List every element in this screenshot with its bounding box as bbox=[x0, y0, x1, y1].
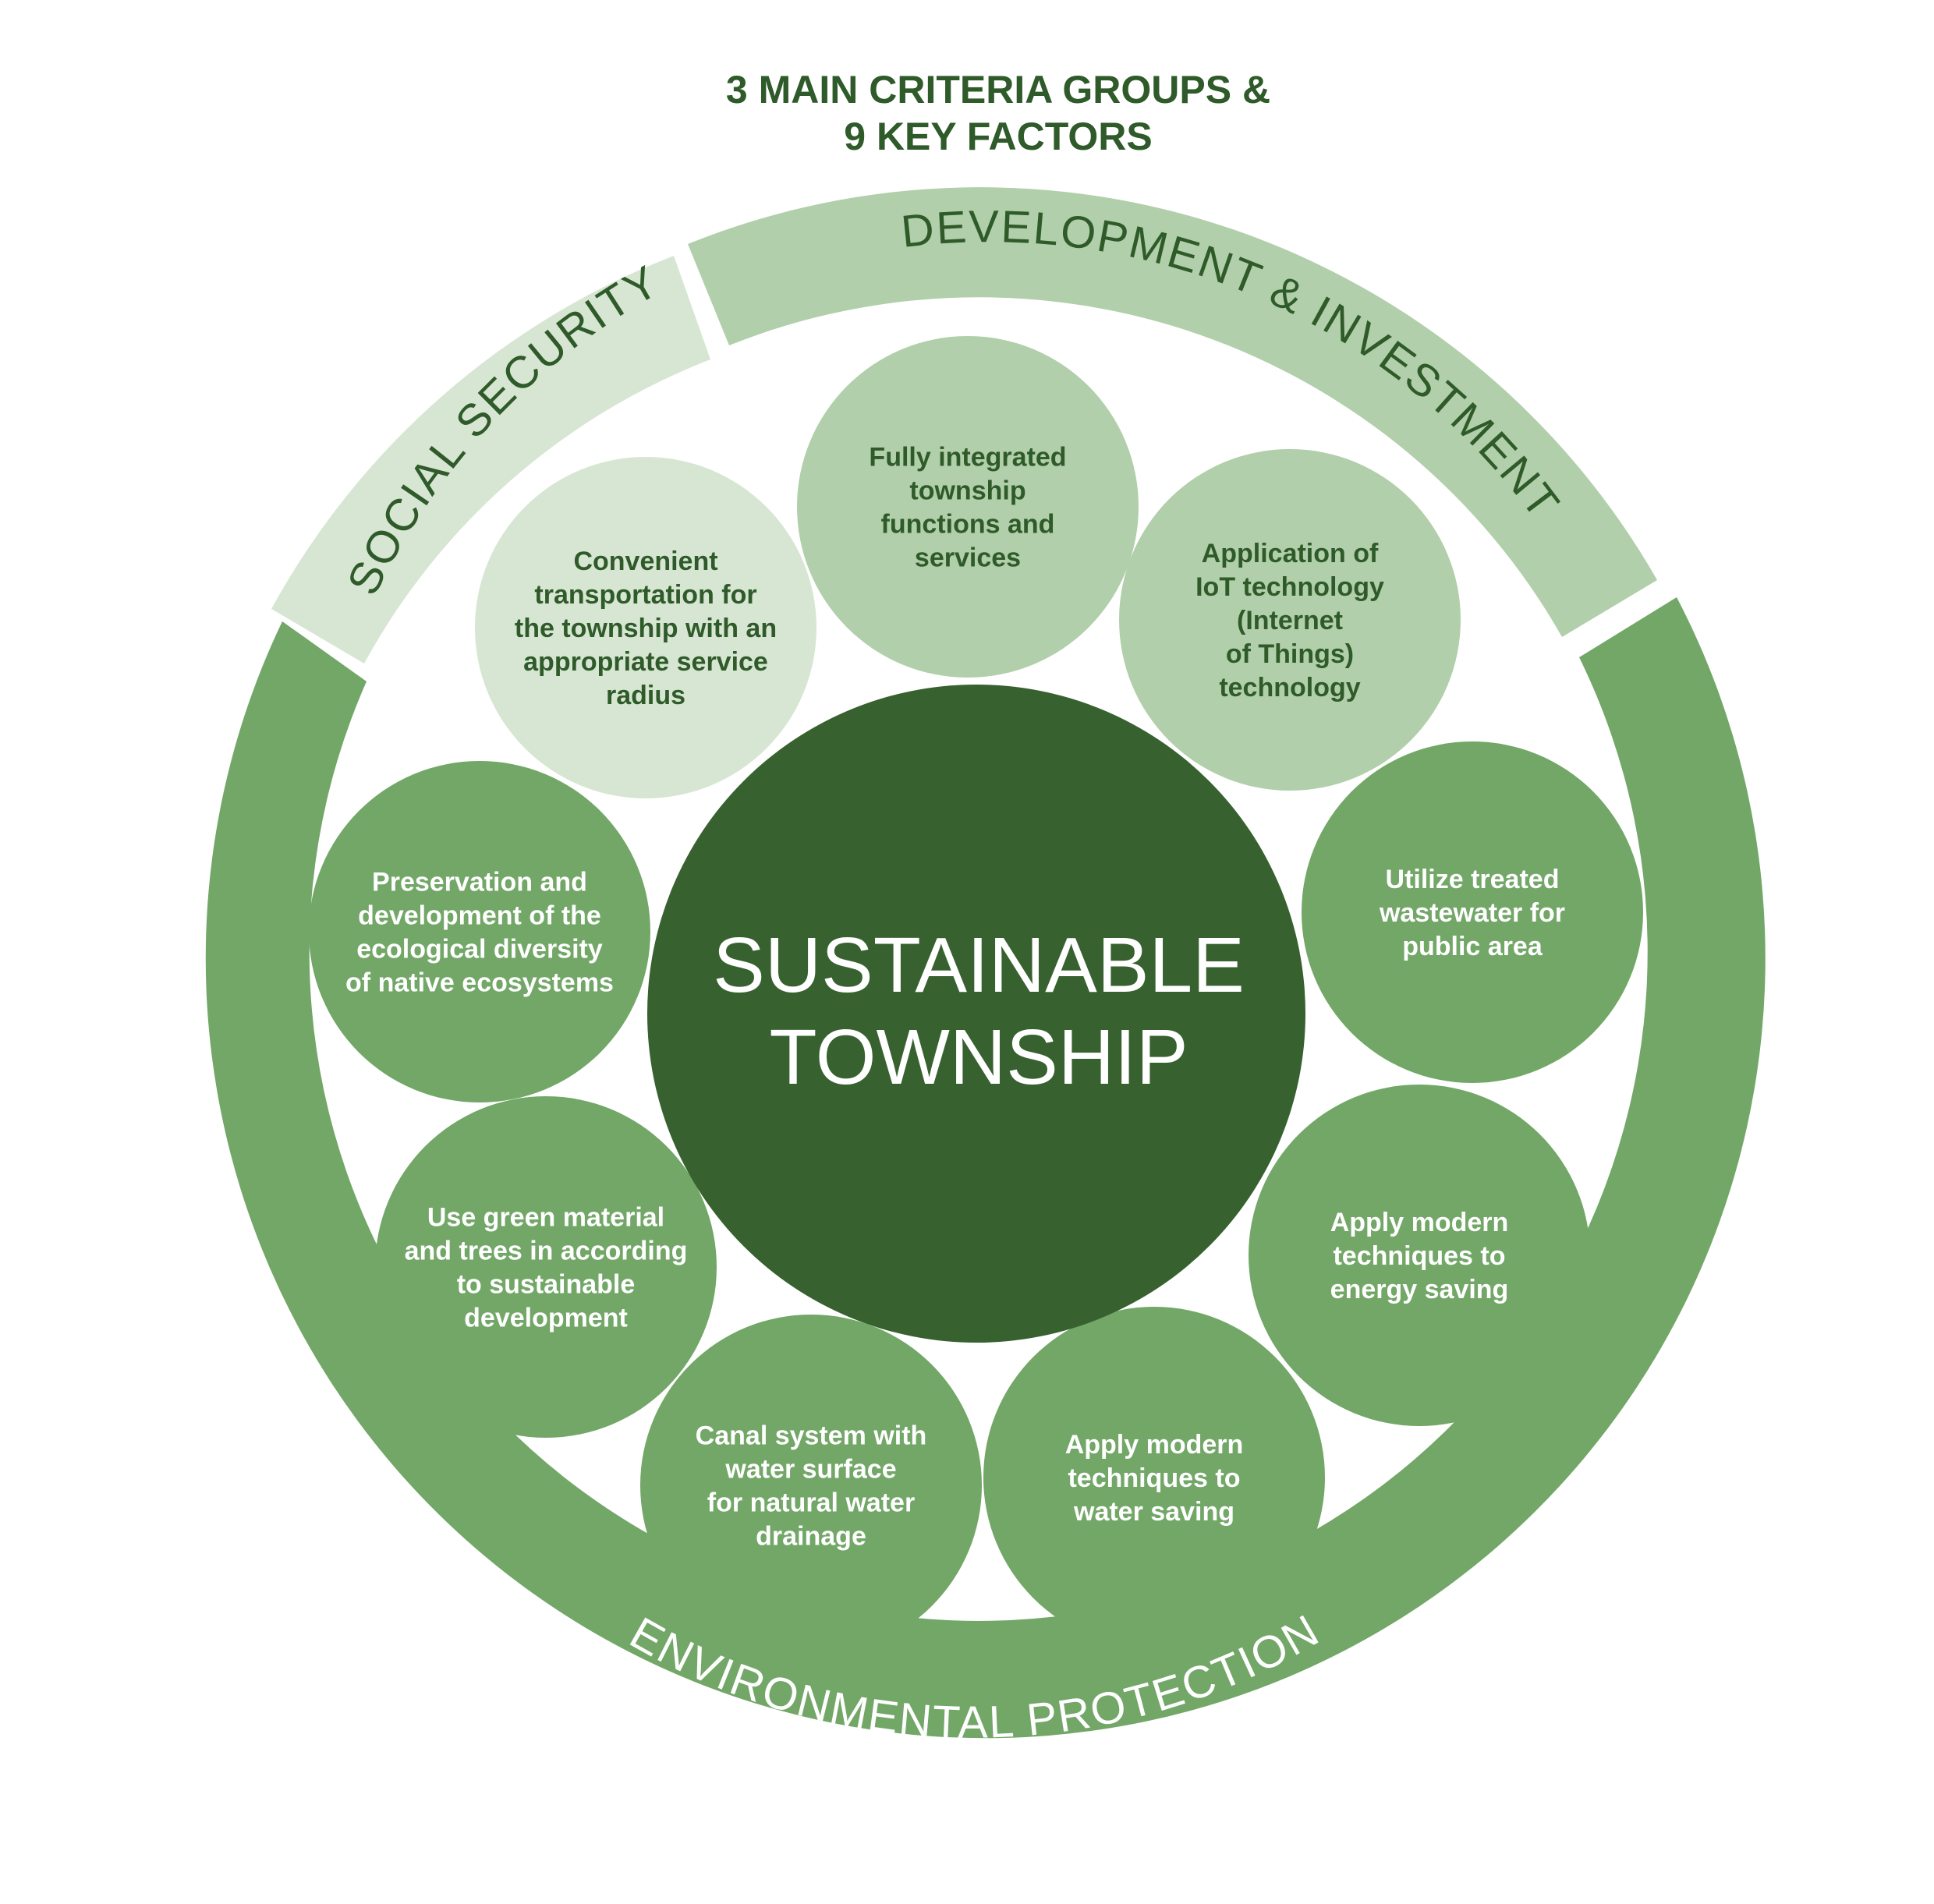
factor-integrated-functions: Fully integrated township functions andser… bbox=[797, 336, 1139, 678]
factor-text-water-saving-2: techniques to bbox=[1068, 1463, 1240, 1493]
factor-text-canal-system-4: drainage bbox=[756, 1522, 866, 1552]
factor-circle-green-material bbox=[375, 1096, 717, 1438]
factor-text-water-saving-1: Apply modern bbox=[1065, 1430, 1244, 1460]
factor-text-treated-wastewater-2: wastewater for bbox=[1379, 898, 1565, 928]
factor-circle-integrated-functions bbox=[797, 336, 1139, 678]
factor-text-treated-wastewater-3: public area bbox=[1402, 932, 1543, 961]
factor-text-iot-technology-3: (Internet bbox=[1237, 606, 1343, 635]
diagram-title-line-1: 3 MAIN CRITERIA GROUPS & bbox=[726, 68, 1270, 111]
factor-text-integrated-functions-3: functions and bbox=[881, 510, 1055, 540]
center-circle bbox=[647, 685, 1305, 1343]
factor-text-treated-wastewater-1: Utilize treated bbox=[1386, 865, 1560, 894]
center-title-line-2: TOWNSHIP bbox=[769, 1014, 1188, 1101]
factor-text-green-material-2: and trees in according bbox=[405, 1237, 688, 1266]
factor-text-water-saving-3: water saving bbox=[1073, 1497, 1234, 1527]
factor-text-ecological-diversity-1: Preservation and bbox=[372, 868, 587, 897]
factor-text-energy-saving-1: Apply modern bbox=[1330, 1208, 1509, 1237]
factor-energy-saving: Apply modern techniques to energy saving bbox=[1249, 1085, 1590, 1426]
factor-text-transportation-3: the township with an bbox=[515, 614, 777, 643]
factor-text-energy-saving-2: techniques to bbox=[1333, 1241, 1505, 1271]
factor-text-transportation-2: transportation for bbox=[534, 580, 756, 610]
ring-segment-social-security bbox=[271, 256, 710, 664]
factor-transportation: Convenient transportation for the township… bbox=[475, 457, 816, 798]
factor-text-energy-saving-3: energy saving bbox=[1330, 1275, 1509, 1304]
factor-text-canal-system-2: water surface bbox=[724, 1455, 896, 1485]
ring-segment-development-investment bbox=[688, 187, 1657, 638]
factor-text-iot-technology-4: of Things) bbox=[1226, 639, 1354, 669]
factor-text-canal-system-3: for natural water bbox=[707, 1488, 915, 1518]
factor-text-ecological-diversity-4: of native ecosystems bbox=[345, 968, 614, 998]
factor-text-transportation-4: appropriate service bbox=[523, 647, 768, 677]
factor-circle-energy-saving bbox=[1249, 1085, 1590, 1426]
factor-text-transportation-1: Convenient bbox=[573, 547, 717, 576]
factor-treated-wastewater: Utilize treated wastewater for public area bbox=[1302, 741, 1643, 1083]
factor-text-canal-system-1: Canal system with bbox=[696, 1421, 927, 1451]
factor-circle-canal-system bbox=[640, 1315, 982, 1656]
factor-circle-ecological-diversity bbox=[309, 761, 650, 1102]
factor-circles: Convenient transportation for the township… bbox=[309, 336, 1643, 1656]
factor-green-material: Use green material and trees in according… bbox=[375, 1096, 717, 1438]
factor-text-green-material-3: to sustainable bbox=[457, 1270, 636, 1300]
factor-text-iot-technology-1: Application of bbox=[1202, 539, 1379, 568]
factor-text-ecological-diversity-2: development of the bbox=[358, 901, 601, 931]
factor-text-integrated-functions-4: services bbox=[915, 543, 1021, 573]
center-title-line-1: SUSTAINABLE bbox=[713, 922, 1245, 1009]
factor-text-integrated-functions-2: township bbox=[909, 476, 1025, 506]
factor-text-green-material-4: development bbox=[464, 1304, 628, 1333]
factor-iot-technology: Application of IoT technology (Internet of … bbox=[1119, 449, 1461, 791]
ring-segment-environmental-protection bbox=[205, 597, 1766, 1739]
factor-text-iot-technology-5: technology bbox=[1219, 673, 1360, 702]
factor-ecological-diversity: Preservation and development of the ecolog… bbox=[309, 761, 650, 1102]
diagram-title-line-2: 9 KEY FACTORS bbox=[844, 115, 1152, 158]
factor-circle-water-saving bbox=[983, 1307, 1325, 1648]
factor-text-ecological-diversity-3: ecological diversity bbox=[356, 935, 603, 964]
factor-text-iot-technology-2: IoT technology bbox=[1195, 572, 1384, 602]
factor-circle-treated-wastewater bbox=[1302, 741, 1643, 1083]
factor-text-transportation-5: radius bbox=[606, 681, 685, 710]
factor-text-green-material-1: Use green material bbox=[427, 1203, 664, 1233]
factor-circle-iot-technology bbox=[1119, 449, 1461, 791]
factor-circle-transportation bbox=[475, 457, 816, 798]
factor-text-integrated-functions-1: Fully integrated bbox=[869, 443, 1066, 472]
